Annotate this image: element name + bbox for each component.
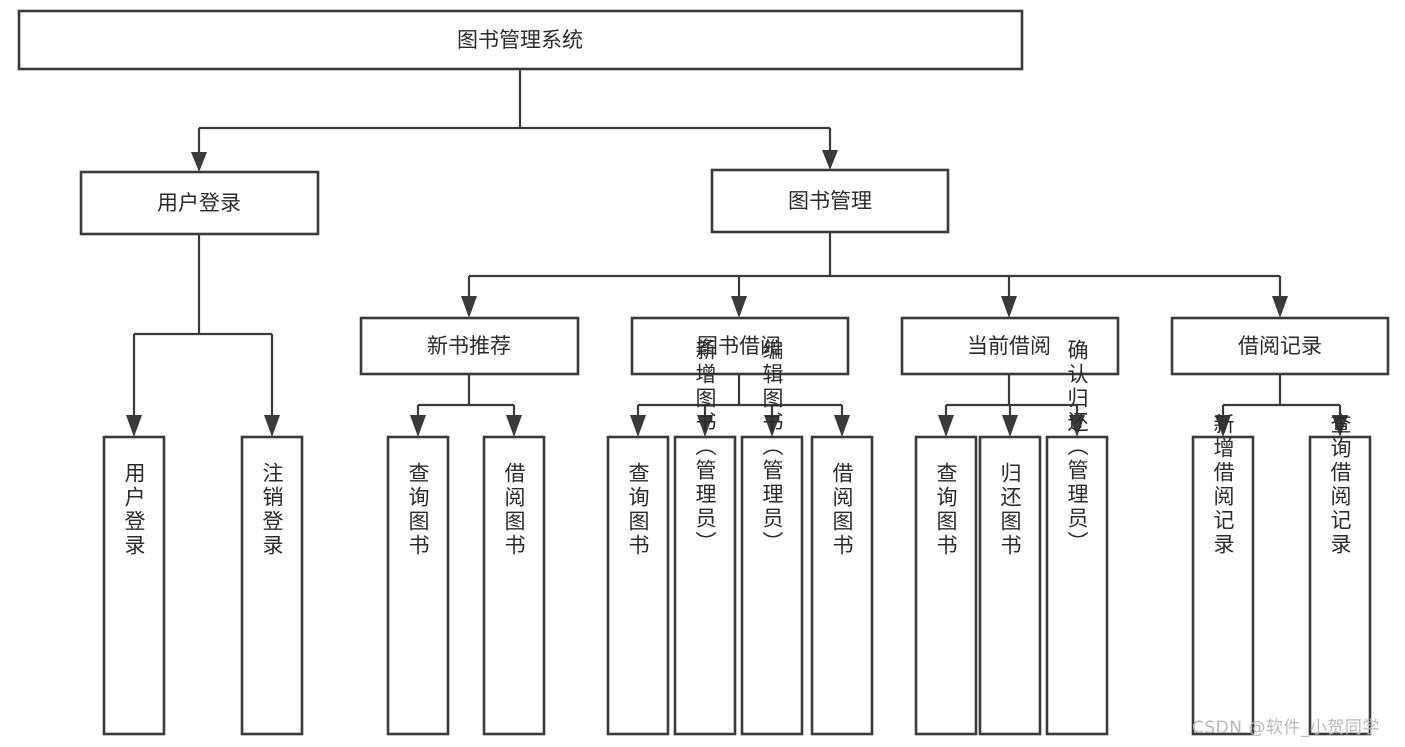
arrow-head-book-management [822,150,838,170]
node-leaf-confirm-return-label: 确认归还（管理员） [1065,339,1089,555]
arrow-head-leaf-borrow-book-1 [506,415,522,437]
node-leaf-query-record-label: 查询借阅记录 [1328,413,1352,557]
node-leaf-return-book-label: 归还图书 [998,462,1022,558]
node-leaf-borrow-book-2-box[interactable] [810,435,874,736]
node-leaf-query-book-2-box[interactable] [606,435,670,736]
node-leaf-query-book-1-label: 查询图书 [406,462,430,558]
node-book-management-label: 图书管理 [788,189,872,213]
node-book-borrow[interactable]: 图书借阅 [630,316,850,376]
node-book-management[interactable]: 图书管理 [710,168,950,234]
node-leaf-add-record-box[interactable] [1191,435,1255,736]
node-leaf-edit-book-label: 编辑图书（管理员） [760,339,784,555]
arrow-head-new-book-recommend [461,296,477,318]
node-user-login[interactable]: 用户登录 [79,170,320,236]
arrow-head-leaf-confirm-return [1069,415,1085,437]
node-new-book-recommend-label: 新书推荐 [427,334,511,358]
node-root-label: 图书管理系统 [457,28,583,52]
arrow-head-leaf-user-logout [264,415,280,437]
arrow-head-leaf-user-login [126,415,142,437]
arrow-head-leaf-query-book-2 [630,415,646,437]
node-leaf-query-record-box[interactable] [1308,435,1372,736]
node-book-management-box[interactable] [710,168,950,234]
arrow-head-leaf-add-book [697,415,713,437]
node-leaf-borrow-book-1-label: 借阅图书 [502,462,526,558]
node-leaf-add-book-label: 新增图书（管理员） [693,339,717,555]
node-leaf-query-book-2[interactable]: 查询图书 [606,435,670,736]
node-borrow-record-label: 借阅记录 [1238,334,1322,358]
node-leaf-borrow-book-2[interactable]: 借阅图书 [810,435,874,736]
node-leaf-edit-book-box[interactable] [740,435,804,736]
node-leaf-query-book-3-label: 查询图书 [934,462,958,558]
node-user-login-label: 用户登录 [157,191,241,215]
node-leaf-return-book[interactable]: 归还图书 [978,435,1042,736]
node-leaf-add-book-box[interactable] [673,435,737,736]
node-book-borrow-label: 图书借阅 [697,334,781,358]
node-current-borrow-label: 当前借阅 [967,334,1051,358]
arrow-head-leaf-query-record [1332,415,1348,437]
node-leaf-query-book-3-box[interactable] [914,435,978,736]
node-leaf-borrow-book-2-label: 借阅图书 [830,462,854,558]
node-leaf-user-login[interactable]: 用户登录 [102,435,166,736]
node-leaf-add-book[interactable]: 新增图书（管理员） [673,339,737,736]
node-leaf-query-book-1-box[interactable] [386,435,450,736]
node-borrow-record-box[interactable] [1170,316,1390,376]
node-leaf-query-book-3[interactable]: 查询图书 [914,435,978,736]
node-leaf-borrow-book-1[interactable]: 借阅图书 [482,435,546,736]
node-leaf-borrow-book-1-box[interactable] [482,435,546,736]
arrow-head-leaf-return-book [1002,415,1018,437]
arrow-head-leaf-add-record [1215,415,1231,437]
node-current-borrow[interactable]: 当前借阅 [900,316,1120,376]
node-leaf-return-book-box[interactable] [978,435,1042,736]
node-leaf-confirm-return[interactable]: 确认归还（管理员） [1045,339,1109,736]
arrow-head-current-borrow [1001,296,1017,318]
node-root[interactable]: 图书管理系统 [17,9,1024,71]
node-leaf-add-record-label: 新增借阅记录 [1211,413,1235,557]
node-borrow-record[interactable]: 借阅记录 [1170,316,1390,376]
node-book-borrow-box[interactable] [630,316,850,376]
node-root-box[interactable] [17,9,1024,71]
node-leaf-query-book-2-label: 查询图书 [626,462,650,558]
node-current-borrow-box[interactable] [900,316,1120,376]
node-leaf-user-login-label: 用户登录 [122,462,146,558]
node-leaf-user-logout-box[interactable] [240,435,304,736]
connector-layer [126,69,1348,437]
node-leaf-user-login-box[interactable] [102,435,166,736]
node-user-login-box[interactable] [79,170,320,236]
arrow-head-user-login [191,152,207,172]
node-leaf-edit-book[interactable]: 编辑图书（管理员） [740,339,804,736]
arrow-head-leaf-edit-book [764,415,780,437]
arrow-head-book-borrow [731,296,747,318]
arrow-head-borrow-record [1272,296,1288,318]
node-leaf-add-record[interactable]: 新增借阅记录 [1191,413,1255,736]
node-leaf-query-book-1[interactable]: 查询图书 [386,435,450,736]
node-leaf-query-record[interactable]: 查询借阅记录 [1308,413,1372,736]
node-leaf-confirm-return-box[interactable] [1045,435,1109,736]
node-new-book-recommend-box[interactable] [359,316,580,376]
node-leaf-user-logout-label: 注销登录 [260,462,284,558]
arrow-head-leaf-borrow-book-2 [834,415,850,437]
node-new-book-recommend[interactable]: 新书推荐 [359,316,580,376]
arrow-head-leaf-query-book-3 [938,415,954,437]
csdn-watermark: CSDN @软件_小贺同学 [1192,718,1380,738]
arrow-head-leaf-query-book-1 [410,415,426,437]
node-leaf-user-logout[interactable]: 注销登录 [240,435,304,736]
